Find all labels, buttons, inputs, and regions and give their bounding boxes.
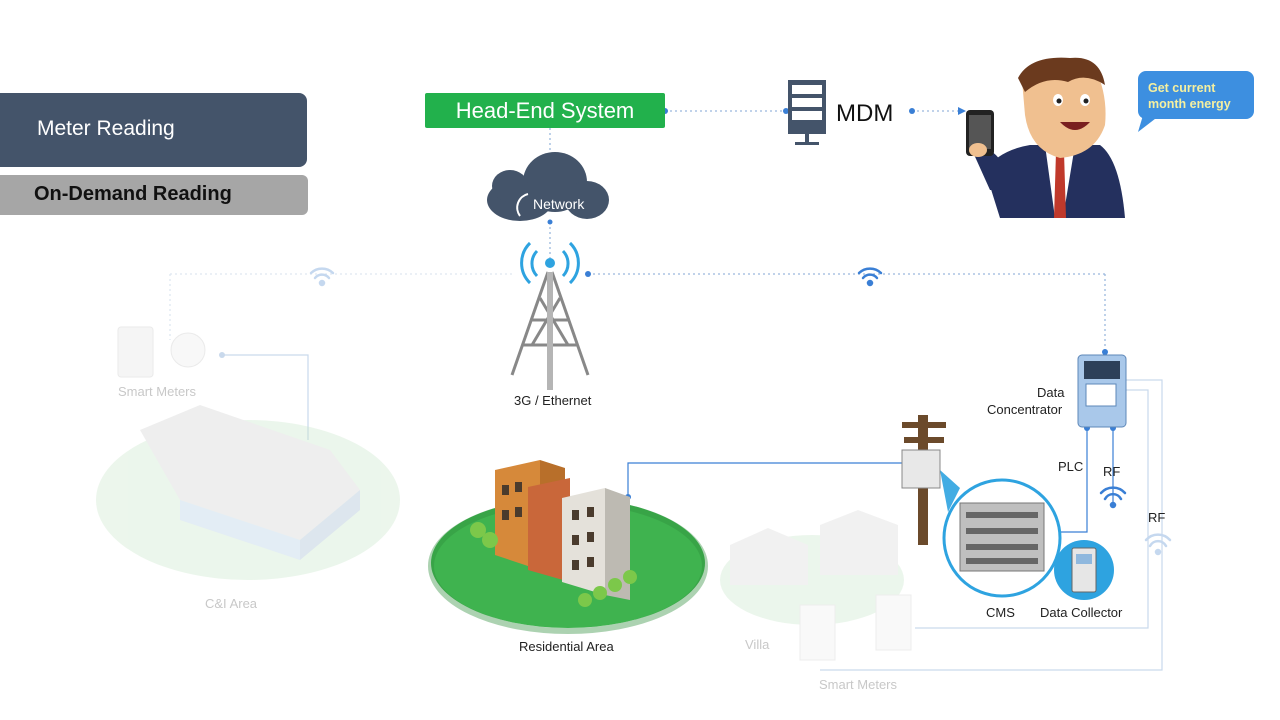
smart-meters-left-label: Smart Meters xyxy=(118,384,197,399)
businessman-icon xyxy=(972,57,1125,218)
villa-area-graphic xyxy=(720,510,912,661)
faded-links xyxy=(222,354,1163,671)
cms-cabinet-icon xyxy=(942,478,1062,598)
wifi-icon xyxy=(857,267,883,287)
network-label: Network xyxy=(533,196,585,212)
wifi-icon xyxy=(1144,533,1172,556)
cms-label: CMS xyxy=(986,605,1015,620)
tab-on-demand-reading[interactable]: On-Demand Reading xyxy=(0,175,308,215)
cloud-icon xyxy=(487,152,609,221)
building-icon xyxy=(428,460,708,634)
mdm-label: MDM xyxy=(836,100,894,127)
speech-bubble: Get current month energy xyxy=(1138,71,1254,119)
wifi-icon xyxy=(1099,486,1127,509)
plc-label: PLC xyxy=(1058,459,1084,474)
arrow-icon xyxy=(958,107,966,115)
smart-meter-icon xyxy=(117,326,206,378)
utility-pole-icon xyxy=(901,415,960,545)
data-concentrator-icon xyxy=(1077,354,1127,428)
ci-area-graphic xyxy=(96,405,400,580)
tower-label: 3G / Ethernet xyxy=(514,393,592,408)
tower-icon xyxy=(510,241,590,390)
wifi-icon xyxy=(309,267,335,287)
tab-meter-reading-label: Meter Reading xyxy=(37,117,175,140)
head-end-system-box: Head-End System xyxy=(425,93,665,128)
speech-bubble-text: Get current month energy xyxy=(1148,81,1231,111)
rf-label-1: RF xyxy=(1103,464,1121,479)
residential-area-label: Residential Area xyxy=(519,639,614,654)
rf-label-2: RF xyxy=(1148,510,1166,525)
server-icon xyxy=(788,80,826,145)
head-end-system-label: Head-End System xyxy=(455,98,635,123)
tab-meter-reading[interactable]: Meter Reading xyxy=(0,93,307,167)
data-concentrator-label-line1: Data xyxy=(1037,385,1065,400)
speech-bubble-tail xyxy=(1138,112,1164,132)
phone-icon xyxy=(966,110,994,157)
data-concentrator-label-line2: Concentrator xyxy=(987,402,1063,417)
data-collector-label: Data Collector xyxy=(1040,605,1123,620)
ci-area-label: C&I Area xyxy=(205,596,258,611)
tab-on-demand-reading-label: On-Demand Reading xyxy=(34,183,232,205)
connection-lines xyxy=(169,110,1106,352)
villa-label: Villa xyxy=(745,637,770,652)
smart-meters-bottom-label: Smart Meters xyxy=(819,677,898,692)
data-collector-icon xyxy=(1054,540,1114,600)
